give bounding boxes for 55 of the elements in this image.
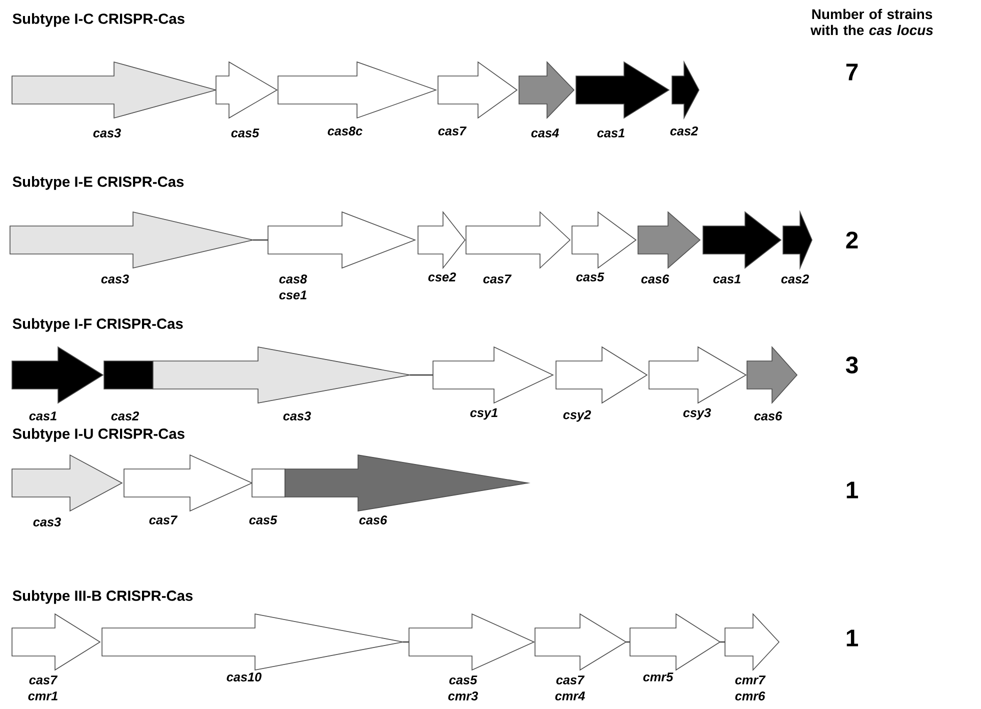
gene-label: cas7	[483, 274, 512, 284]
gene-label: cse1	[279, 290, 306, 300]
gene-label: cas7	[438, 126, 467, 136]
gene-label: cas8c	[328, 126, 362, 136]
gene-label: cas3	[101, 274, 129, 284]
strain-count: 2	[846, 232, 858, 248]
subtype-title: Subtype I-F CRISPR-Cas	[12, 318, 183, 332]
gene-label: cas3	[283, 412, 311, 420]
connector-line	[626, 641, 630, 643]
connector-line	[403, 641, 409, 643]
subtype-title: Subtype I-U CRISPR-Cas	[12, 428, 184, 442]
gene-box	[104, 360, 154, 390]
gene-label: cas5	[231, 128, 260, 138]
gene-label: cas4	[531, 128, 559, 138]
gene-label: csy2	[563, 410, 591, 422]
gene-label: cas2	[670, 126, 698, 136]
connector-line	[410, 374, 433, 376]
gene-label: cas3	[33, 518, 61, 526]
gene-label: cmr5	[643, 672, 674, 682]
column-header: Number of strains with the cas locus	[810, 8, 933, 36]
gene-label: cas5	[249, 516, 278, 524]
strain-count: 1	[846, 482, 858, 498]
gene-label: cmr4	[555, 692, 585, 700]
gene-label: cas5	[576, 272, 604, 282]
subtype-title: Subtype III-B CRISPR-Cas	[12, 590, 193, 604]
gene-label: cas1	[597, 128, 624, 138]
gene-label: cas2	[111, 412, 139, 420]
strain-count: 3	[846, 356, 858, 374]
gene-label: cas8	[279, 274, 308, 284]
gene-label: cas10	[226, 672, 262, 682]
gene-label: cas6	[641, 274, 670, 284]
gene-label: csy3	[683, 408, 711, 420]
subtype-title: Subtype I-C CRISPR-Cas	[12, 13, 184, 27]
gene-label: cas1	[29, 412, 56, 420]
strain-count: 7	[846, 64, 858, 80]
gene-label: cas5	[449, 676, 478, 684]
connector-line	[253, 239, 268, 241]
gene-label: cmr6	[735, 692, 766, 700]
gene-label: cas1	[713, 274, 740, 284]
gene-label: cas7	[556, 676, 585, 684]
gene-label: cas7	[29, 676, 58, 684]
gene-label: cas3	[93, 128, 121, 138]
gene-label: cas2	[781, 274, 809, 284]
gene-label: cas6	[754, 412, 782, 420]
gene-label: cas6	[359, 516, 388, 524]
strain-count: 1	[846, 630, 858, 646]
gene-label: cmr1	[28, 692, 58, 700]
gene-label: cmr7	[735, 676, 766, 684]
subtype-title: Subtype I-E CRISPR-Cas	[12, 176, 184, 190]
gene-label: cas7	[149, 516, 178, 524]
gene-label: cse2	[428, 272, 456, 282]
connector-line	[720, 641, 725, 643]
gene-label: cmr3	[448, 692, 478, 700]
gene-label: csy1	[470, 408, 498, 420]
gene-box	[252, 468, 286, 498]
